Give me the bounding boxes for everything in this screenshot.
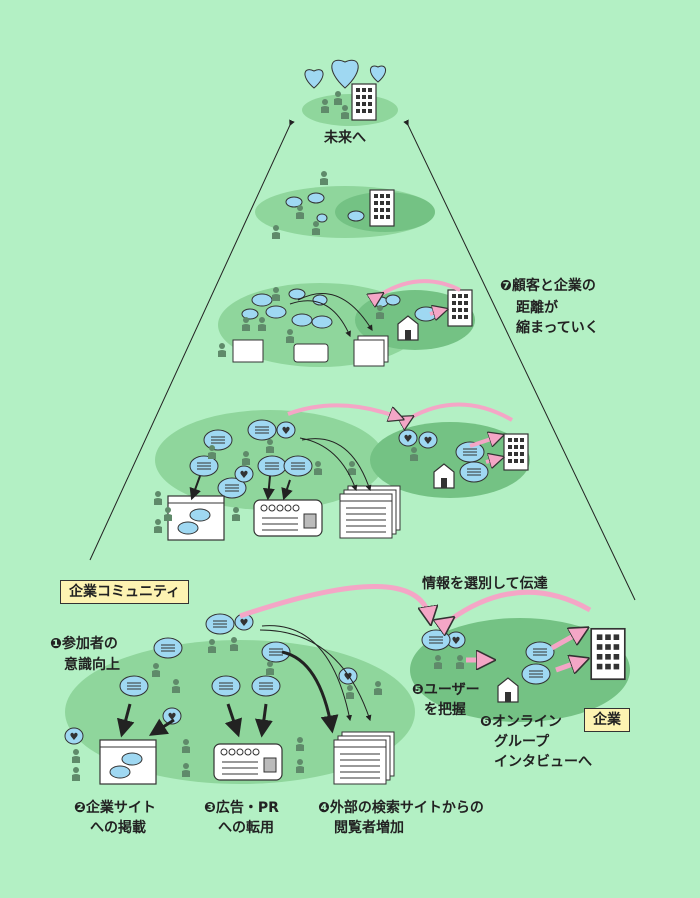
step6-label-3: インタビューへ	[494, 754, 592, 770]
step2-label: ❷企業サイト	[74, 800, 156, 816]
step6-label: ❻オンライン	[480, 714, 562, 730]
step3-label-2: への転用	[218, 820, 274, 836]
step6-label-2: グループ	[494, 734, 550, 750]
step2-label-2: への掲載	[90, 820, 146, 836]
step1-label-2: 意識向上	[64, 657, 120, 673]
step7-label-2: 距離が	[516, 300, 558, 316]
step5-label-2: を把握	[424, 702, 466, 718]
future-ellipse	[302, 83, 398, 126]
company-label: 企業	[584, 708, 630, 732]
step5-label: ❺ユーザー	[412, 682, 480, 698]
select-label: 情報を選別して伝達	[422, 576, 548, 592]
step4-label-2: 閲覧者増加	[334, 820, 404, 836]
stage-ellipse-5	[64, 584, 630, 785]
step1-label: ❶参加者の	[50, 636, 118, 652]
stage-ellipse-3	[218, 279, 475, 367]
stage-ellipse-2	[255, 171, 435, 239]
step7-label-3: 縮まっていく	[516, 320, 599, 336]
step7-label: ❼顧客と企業の	[500, 278, 596, 294]
step3-label: ❸広告・PR	[204, 800, 279, 816]
step4-label: ❹外部の検索サイトからの	[318, 800, 484, 816]
stage-ellipse-4	[154, 402, 530, 541]
community-label: 企業コミュニティ	[60, 580, 190, 604]
heart-icon	[304, 59, 386, 89]
future-label: 未来へ	[324, 130, 366, 146]
